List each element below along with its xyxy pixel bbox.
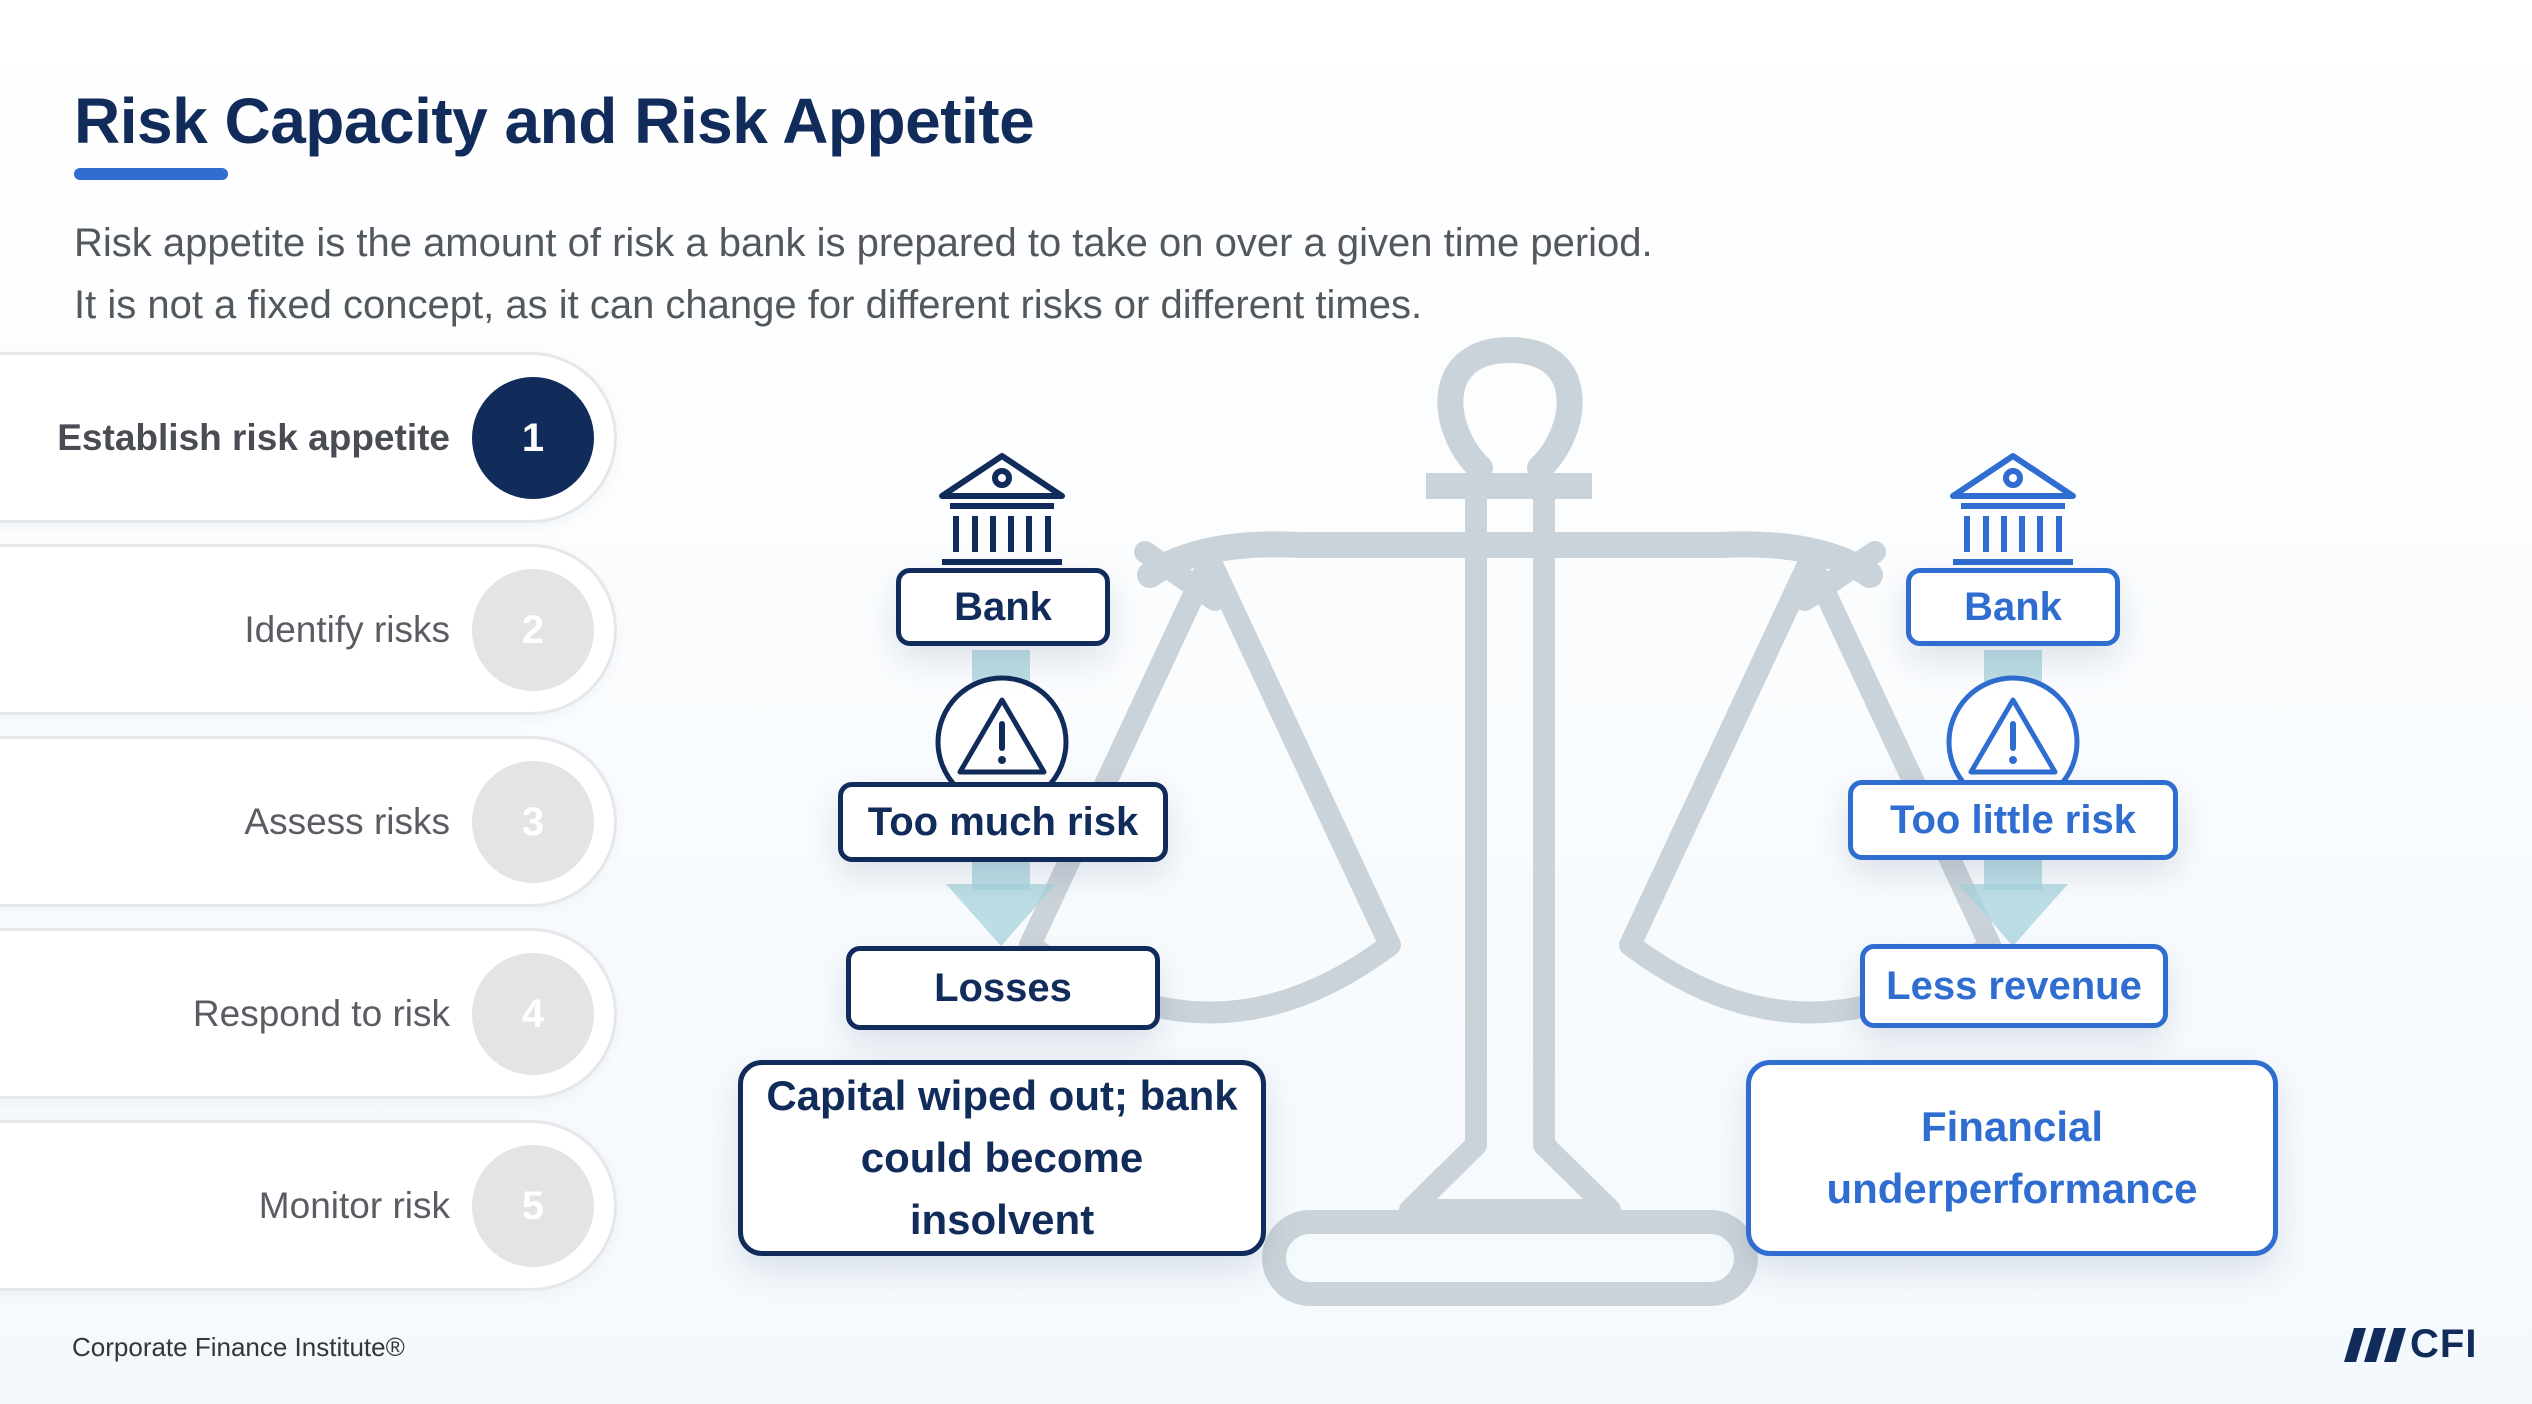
step-number-badge: 4 (472, 953, 594, 1075)
step-number-badge: 2 (472, 569, 594, 691)
step-label: Identify risks (244, 608, 450, 650)
step-label: Establish risk appetite (57, 416, 450, 458)
scale-top-ring (1437, 337, 1583, 481)
scale-base (1262, 1210, 1758, 1306)
step-label: Monitor risk (258, 1184, 450, 1226)
step-assess-risks[interactable]: Assess risks 3 (0, 736, 617, 907)
subtitle-line-2: It is not a fixed concept, as it can cha… (74, 283, 1423, 327)
step-label: Assess risks (244, 800, 450, 842)
cfi-logo-icon (2344, 1328, 2406, 1362)
scale-beam (1137, 531, 1883, 588)
left-connector-arrowhead (946, 884, 1056, 946)
step-number-badge: 5 (472, 1145, 594, 1267)
step-monitor-risk[interactable]: Monitor risk 5 (0, 1120, 617, 1291)
scale-base-neck (1399, 1134, 1621, 1221)
less-revenue-box: Less revenue (1860, 944, 2168, 1028)
page-title: Risk Capacity and Risk Appetite (74, 85, 1035, 157)
right-bank-label: Bank (1906, 568, 2120, 646)
bank-icon (939, 453, 1065, 565)
step-establish-risk-appetite[interactable]: Establish risk appetite 1 (0, 352, 617, 523)
step-identify-risks[interactable]: Identify risks 2 (0, 544, 617, 715)
step-number-badge: 3 (472, 761, 594, 883)
step-label: Respond to risk (192, 992, 450, 1034)
too-little-risk-box: Too little risk (1848, 780, 2178, 860)
bank-icon (1950, 453, 2076, 565)
capital-wiped-out-box: Capital wiped out; bank could become ins… (738, 1060, 1266, 1256)
step-respond-to-risk[interactable]: Respond to risk 4 (0, 928, 617, 1099)
financial-underperformance-box: Financial underperformance (1746, 1060, 2278, 1256)
losses-box: Losses (846, 946, 1160, 1030)
title-underline (74, 168, 228, 180)
right-connector-arrowhead (1958, 884, 2068, 946)
footer-source: Corporate Finance Institute® (72, 1332, 405, 1362)
page-subtitle: Risk appetite is the amount of risk a ba… (74, 212, 1653, 336)
too-much-risk-box: Too much risk (838, 782, 1168, 862)
left-bank-label: Bank (896, 568, 1110, 646)
step-number-badge: 1 (472, 377, 594, 499)
cfi-logo-text: CFI (2410, 1322, 2478, 1366)
subtitle-line-1: Risk appetite is the amount of risk a ba… (74, 221, 1653, 265)
